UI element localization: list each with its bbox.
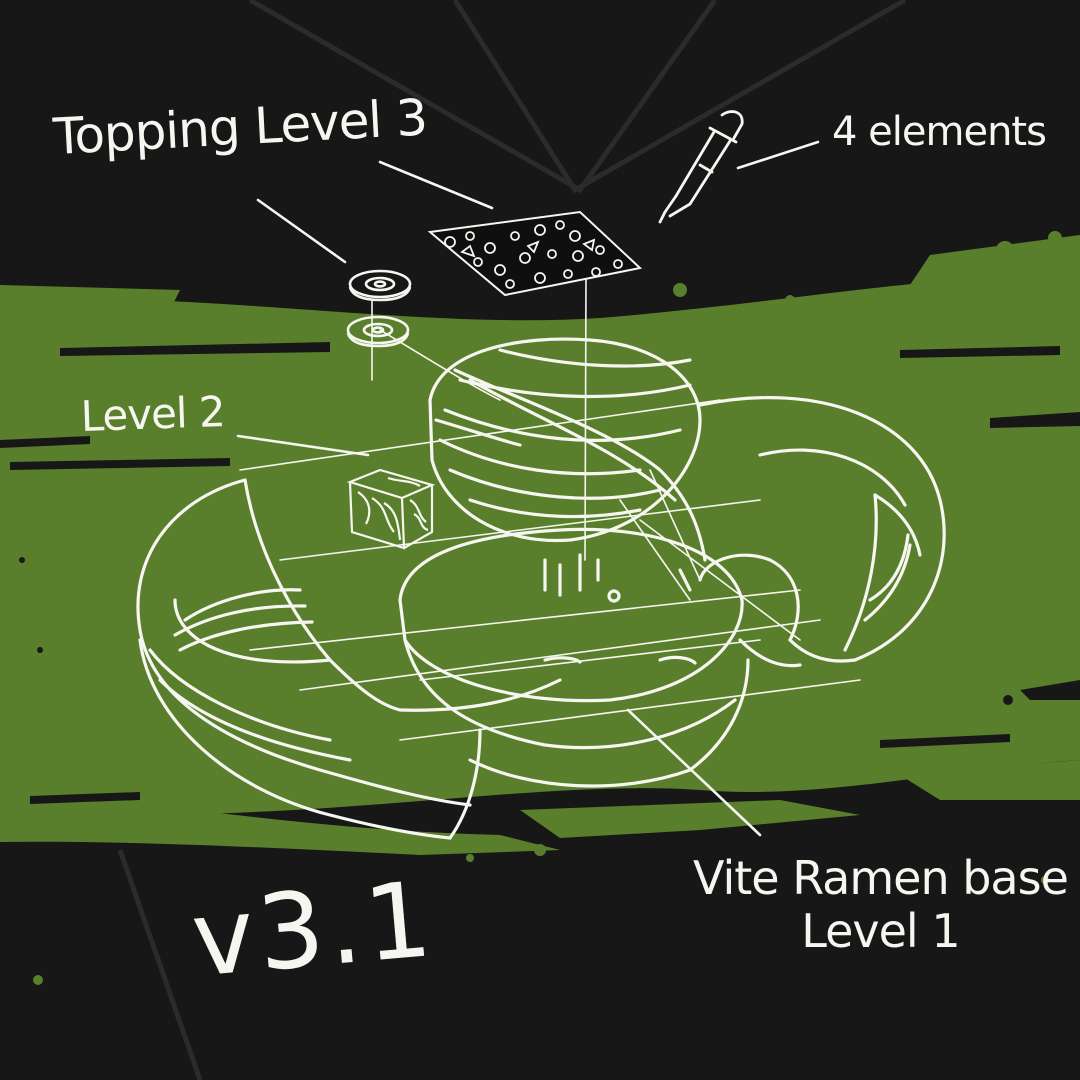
- ramen-bowl-sketch: [136, 140, 946, 840]
- nori-sheet-icon: [427, 210, 643, 297]
- brush-streaks: [0, 342, 1080, 804]
- elements-count-label: 4 elements: [832, 109, 1047, 155]
- ramen-base-label: Vite Ramen base Level 1: [693, 851, 1069, 958]
- cube-ingredient-icon: [346, 468, 436, 550]
- narutomaki-icon: [346, 269, 412, 348]
- green-brush-band: [0, 231, 1080, 985]
- version-label: v3.1: [187, 857, 440, 1001]
- dropper-icon: [658, 110, 744, 224]
- level-2-label: Level 2: [79, 386, 226, 441]
- v-logo-watermark: [117, 0, 907, 1080]
- ramen-base-level: Level 1: [801, 903, 960, 958]
- ramen-base-title: Vite Ramen base: [693, 851, 1069, 905]
